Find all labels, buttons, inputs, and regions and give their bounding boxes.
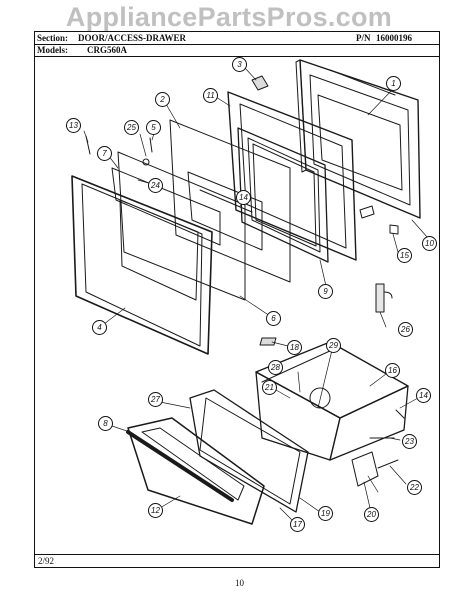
part-drawer-front-19 — [189, 389, 309, 513]
watermark: AppliancePartsPros.com — [65, 2, 393, 32]
callout-19: 19 — [318, 506, 333, 521]
callout-28: 28 — [268, 360, 283, 375]
callout-6: 6 — [266, 311, 281, 326]
callout-7: 7 — [97, 146, 112, 161]
header-divider — [34, 44, 440, 45]
callout-12: 12 — [148, 503, 163, 518]
part-liner-6 — [117, 151, 246, 301]
callout-8: 8 — [98, 416, 113, 431]
callout-2: 2 — [155, 92, 170, 107]
models-divider — [34, 56, 440, 57]
part-window-glass-24 — [111, 167, 221, 246]
callout-4: 4 — [92, 320, 107, 335]
callout-3: 3 — [232, 57, 247, 72]
callout-11: 11 — [203, 88, 218, 103]
part-handle-8 — [126, 430, 234, 502]
callout-14-lower: 14 — [416, 388, 431, 403]
callout-29: 29 — [326, 338, 341, 353]
callout-23: 23 — [402, 434, 417, 449]
part-number-value: 16000196 — [376, 33, 412, 43]
part-outer-door-4 — [71, 175, 213, 355]
models-label: Models: — [37, 45, 68, 55]
part-glass-frame-9 — [237, 127, 329, 263]
part-insulation-2 — [169, 119, 291, 283]
diagram-frame — [34, 31, 440, 568]
part-door-frame-11 — [227, 91, 357, 261]
callout-13: 13 — [66, 118, 81, 133]
callout-18: 18 — [287, 340, 302, 355]
callout-22: 22 — [407, 480, 422, 495]
callout-5: 5 — [146, 120, 161, 135]
callout-1: 1 — [386, 76, 401, 91]
part-clip-18 — [259, 337, 277, 346]
section-label: Section: — [37, 33, 68, 43]
section-value: DOOR/ACCESS-DRAWER — [78, 33, 187, 43]
page-number: 10 — [235, 578, 244, 588]
callout-14-upper: 14 — [236, 190, 251, 205]
part-clip-15 — [389, 224, 399, 235]
callout-17: 17 — [290, 517, 305, 532]
callout-27: 27 — [148, 392, 163, 407]
callout-24: 24 — [148, 178, 163, 193]
part-number-label: P/N — [356, 33, 371, 43]
models-value: CRG560A — [87, 45, 127, 55]
callout-10: 10 — [422, 236, 437, 251]
part-drawer-front-12 — [127, 417, 265, 525]
callout-20: 20 — [364, 507, 379, 522]
callout-9: 9 — [318, 284, 333, 299]
footer-divider — [34, 554, 440, 555]
callout-25: 25 — [124, 120, 139, 135]
part-baffle-14 — [187, 171, 263, 251]
callout-15: 15 — [397, 248, 412, 263]
callout-21: 21 — [262, 380, 277, 395]
callout-16: 16 — [385, 363, 400, 378]
footer-date: 2/92 — [38, 556, 55, 566]
part-latch-26 — [375, 283, 393, 313]
part-drawer-body-16 — [255, 341, 409, 461]
callout-26: 26 — [398, 322, 413, 337]
